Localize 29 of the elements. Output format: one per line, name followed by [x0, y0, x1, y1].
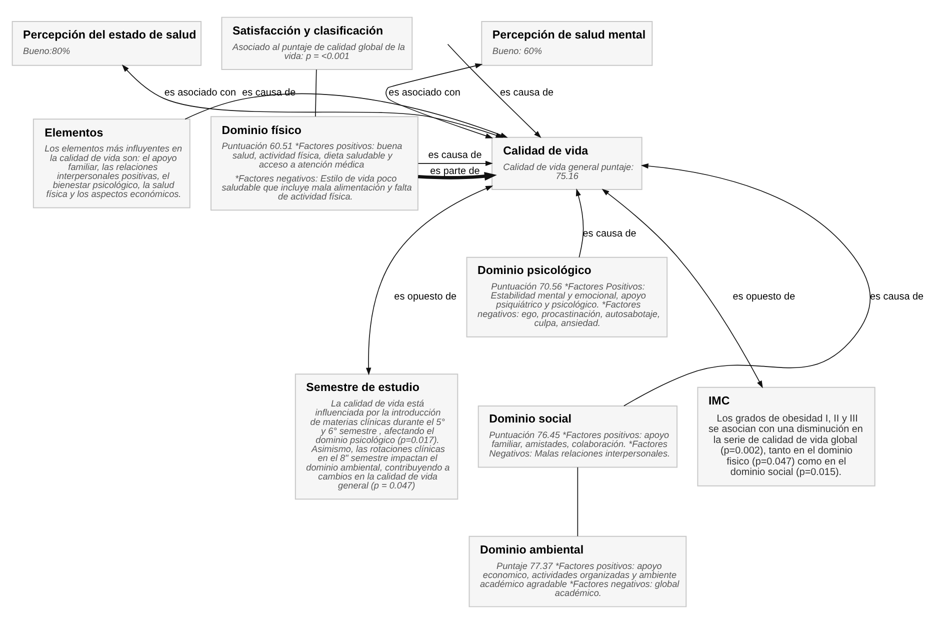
arrow [601, 188, 762, 388]
edge-label: es asociado con [388, 87, 460, 98]
node-box: Dominio ambiental Puntaje 77.37 *Factores positivos: apoyo economico, actividades organizadas y ambiente académico agradable *Factores negativos: global académico. [468, 535, 686, 607]
node-box: Satisfacción y clasificación Asociado al puntaje de calidad global de la vida: p = <0.001 [220, 16, 412, 70]
arrow [417, 160, 492, 166]
arrow [417, 171, 496, 180]
edge-label: es causa de [870, 291, 924, 302]
node-box: Dominio físico Puntuación 60.51 *Factores positivos: buena salud, actividad física, dieta saludable y acceso a atención médica *Factores negativos: Estilo de vida poco saludable que incluye mala alimentación y falta de actividad física. [210, 116, 418, 210]
connector [314, 68, 316, 116]
arrow [121, 64, 503, 138]
node-box: Calidad de vida Calidad de vida general puntaje: 75.16 [491, 136, 642, 190]
node-box: Dominio psicológico Puntuación 70.56 *Factores Positivos: Estabilidad mental y emocional, apoyo psiquiátrico y psicológico. *Factores negativos: ego, procastinación, autosabotaje, culpa, ansiedad. [466, 256, 668, 337]
edge-label: es causa de [428, 150, 482, 161]
node-box: Percepción de salud mental Bueno: 60% [480, 20, 652, 66]
node-box: Dominio social Puntuación 76.45 *Factores positivos: apoyo familiar, amistades, colaboración. *Factores Negativos: Malas relaciones interpersonales. [477, 404, 678, 468]
edge-label: es asociado con [164, 87, 236, 98]
arrow [623, 162, 870, 406]
connector [576, 466, 578, 536]
edge-label: es parte de [430, 165, 480, 176]
node-box: Percepción del estado de salud Bueno:80% [11, 20, 202, 66]
edge-label: es causa de [500, 87, 554, 98]
arrow [385, 62, 493, 138]
node-box: Elementos Los elementos más influyentes en la calidad de vida son: el apoyo familiar, las relaciones interpersonales positivas, el bienestar psicológico, la salud física y los aspectos económicos. [32, 118, 190, 208]
edge-label: es opuesto de [732, 291, 795, 302]
arrow [365, 185, 493, 375]
arrow [575, 188, 584, 258]
node-box: IMC Los grados de obesidad I, II y III se asocian con una disminución en la serie de calidad de vida global (p=0.002), tanto en el dominio fisico (p=0.047) como en el dominio social (p=0.015). [696, 386, 875, 486]
edge-label: es opuesto de [394, 291, 456, 302]
node-box: Semestre de estudio La calidad de vida está influenciada por la introducción de materias clínicas durante el 5° y 6° semestre , afectando el dominio psicológico (p=0.017). Asimismo, las rotaciones clínicas en el 8" semestre impactan el dominio ambiental, contribuyendo a cambios en la calidad de vida general (p = 0.047) [294, 373, 458, 500]
